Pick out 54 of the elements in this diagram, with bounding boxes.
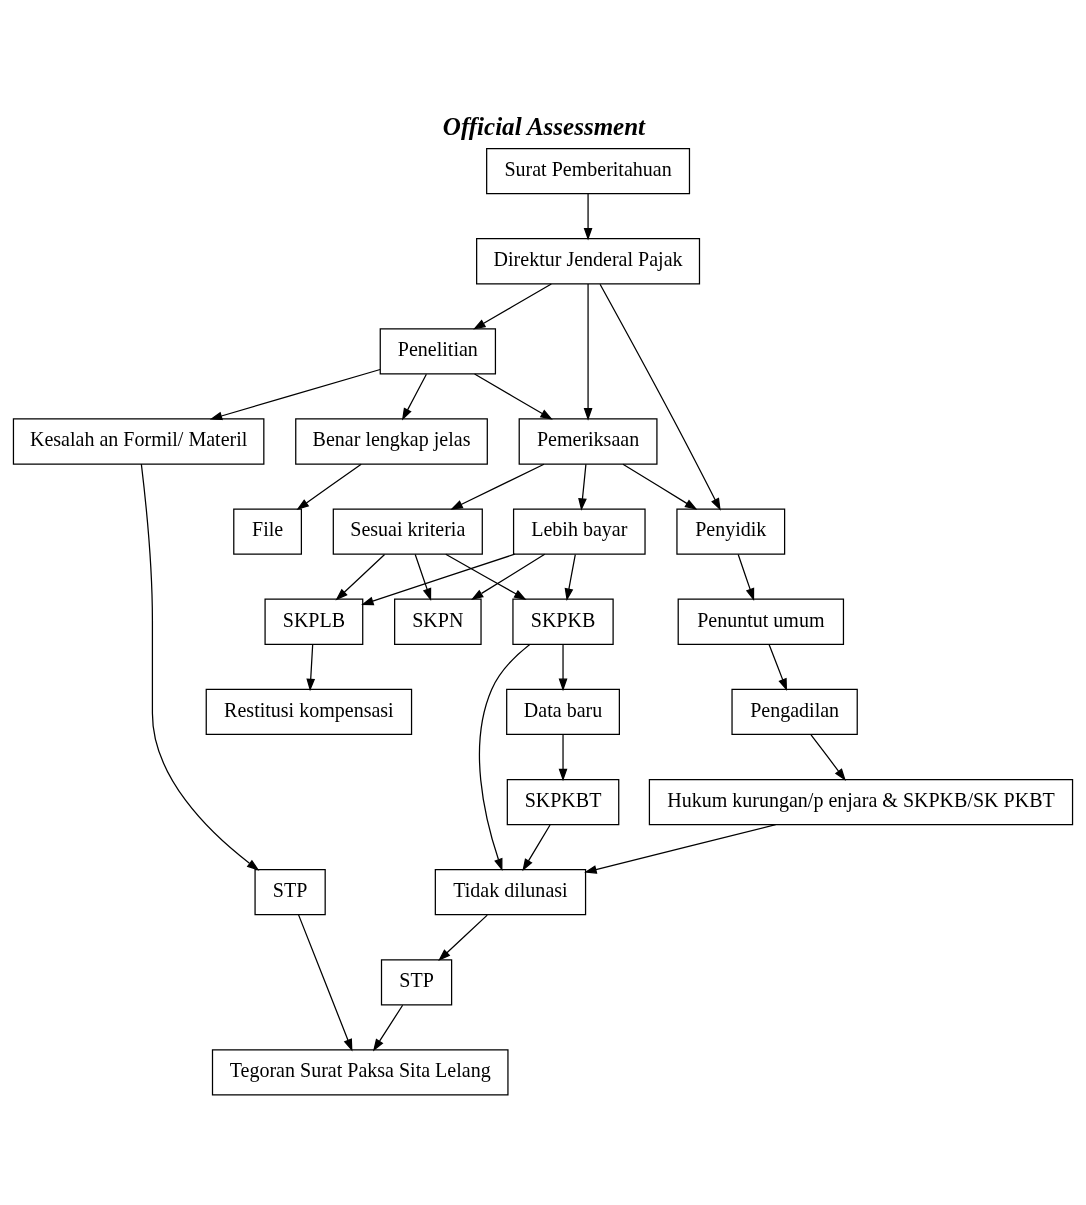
node-box: Surat Pemberitahuan [486, 147, 691, 194]
node-box: SKPKBT [506, 778, 620, 825]
node-box: Sesuai kriteria [332, 508, 483, 555]
node-box: Pengadilan [731, 688, 858, 735]
node-box: SKPN [394, 598, 482, 645]
arrow [140, 462, 260, 871]
arrow [438, 913, 488, 961]
arrow [558, 643, 568, 691]
node-box: Pemeriksaan [518, 417, 658, 465]
node-box: File [233, 508, 302, 555]
arrow [584, 823, 777, 874]
node-box: SKPKB [512, 598, 614, 645]
arrow [297, 913, 353, 1051]
arrow [768, 643, 788, 691]
arrow [564, 553, 576, 601]
arrow [473, 282, 552, 330]
node-box: Kesalah an Formil/ Materil [12, 417, 265, 465]
arrow [335, 553, 386, 600]
node-box: Restitusi kompensasi [205, 688, 413, 735]
arrow [401, 373, 427, 421]
arrow [578, 463, 587, 511]
node-box: Penelitian [379, 327, 497, 375]
node-box: Penuntut umum [677, 598, 845, 645]
arrow [473, 372, 553, 420]
node-box: Hukum kurungan/p enjara & SKPKB/SK PKBT [648, 778, 1074, 825]
arrow [737, 553, 755, 601]
arrow [209, 368, 381, 420]
node-box: SKPLB [264, 598, 364, 645]
arrow [361, 553, 516, 605]
arrow [810, 733, 846, 781]
diagram-title: Official Assessment [442, 112, 646, 140]
arrow [296, 463, 362, 510]
arrow [583, 192, 593, 240]
node-box: Benar lengkap jelas [295, 417, 488, 465]
arrow [478, 643, 531, 871]
arrow [622, 463, 698, 510]
node-box: Direktur Jenderal Pajak [476, 237, 701, 284]
arrow [372, 1004, 404, 1051]
node-box: STP [380, 958, 453, 1005]
arrow [583, 282, 593, 421]
node-box: Lebih bayar [512, 508, 646, 555]
arrow [522, 823, 551, 871]
arrow [414, 553, 432, 601]
node-box: Penyidik [676, 508, 786, 555]
node-box: Tidak dilunasi [434, 868, 587, 915]
node-box: Data baru [506, 688, 620, 735]
arrow [599, 283, 721, 511]
arrow [450, 463, 545, 510]
arrow [306, 643, 316, 691]
arrow [470, 553, 546, 600]
arrow [445, 553, 527, 600]
node-box: STP [254, 868, 326, 915]
arrow [558, 733, 568, 781]
node-box: Tegoran Surat Paksa Sita Lelang [211, 1048, 509, 1096]
